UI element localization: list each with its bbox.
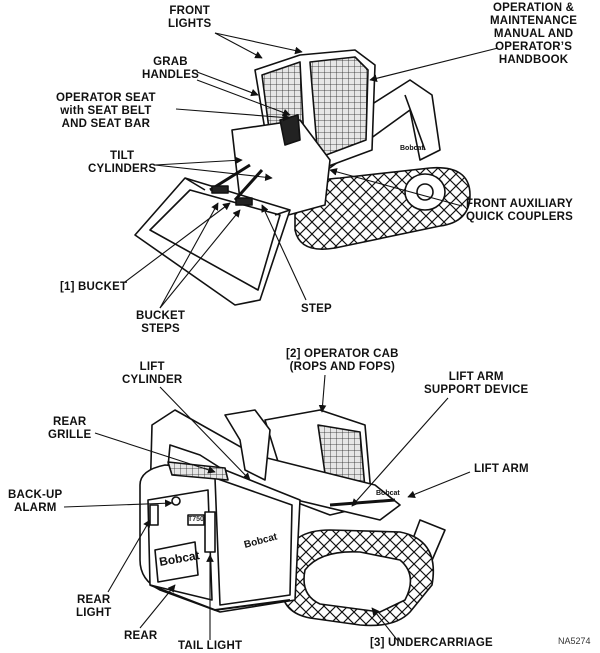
label-line: CYLINDERS	[88, 163, 157, 175]
label-line: HANDLES	[142, 69, 199, 81]
label-line: OPERATOR’S	[495, 41, 573, 53]
label-rear-light: REAR LIGHT	[76, 594, 112, 620]
label-line: MAINTENANCE	[490, 15, 578, 27]
figure-code: NA5274	[558, 636, 591, 646]
label-bucket: [1] BUCKET	[60, 281, 127, 294]
bottom-machine: Bobcat Bobcat Bobcat	[139, 409, 446, 627]
label-line: TAIL LIGHT	[178, 640, 243, 652]
label-line: REAR	[52, 416, 87, 428]
label-line: with SEAT BELT	[60, 105, 152, 117]
label-line: LIFT ARM	[474, 463, 529, 475]
label-step: STEP	[301, 303, 332, 316]
label-lift-arm-support: LIFT ARM SUPPORT DEVICE	[424, 371, 528, 397]
label-line: LIFT	[139, 361, 165, 373]
svg-text:Bobcat: Bobcat	[400, 145, 424, 152]
label-tilt-cylinders: TILT CYLINDERS	[88, 150, 156, 176]
label-line: CYLINDER	[122, 374, 183, 386]
label-line: BUCKET	[136, 310, 186, 322]
label-line: FRONT AUXILIARY	[466, 198, 573, 210]
label-line: LIGHT	[76, 607, 112, 619]
label-undercarriage: [3] UNDERCARRIAGE	[370, 637, 493, 650]
label-operator-seat: OPERATOR SEAT with SEAT BELT AND SEAT BA…	[56, 92, 156, 131]
label-front-lights: FRONT LIGHTS	[168, 5, 211, 31]
label-bucket-steps: BUCKET STEPS	[136, 310, 185, 336]
label-line: MANUAL AND	[493, 28, 574, 40]
leader-lines	[63, 32, 499, 642]
label-lift-cylinder: LIFT CYLINDER	[122, 361, 182, 387]
label-line: FRONT	[169, 5, 210, 17]
label-line: REAR	[77, 594, 111, 606]
svg-text:Bobcat: Bobcat	[158, 548, 200, 569]
top-machine: Bobcat	[134, 49, 471, 306]
label-line: [1] BUCKET	[60, 281, 128, 293]
label-line: [2] OPERATOR CAB	[286, 348, 399, 360]
label-line: STEPS	[141, 323, 180, 335]
model-badge: T750	[188, 516, 204, 523]
label-operation-manual: OPERATION & MAINTENANCE MANUAL AND OPERA…	[490, 2, 577, 67]
label-rear: REAR	[124, 630, 157, 643]
label-line: AND SEAT BAR	[61, 118, 151, 130]
label-line: [3] UNDERCARRIAGE	[370, 637, 493, 649]
label-line: ALARM	[13, 502, 57, 514]
label-line: REAR	[124, 630, 158, 642]
label-operator-cab: [2] OPERATOR CAB (ROPS AND FOPS)	[286, 348, 399, 374]
label-line: (ROPS AND FOPS)	[289, 361, 396, 373]
label-line: QUICK COUPLERS	[466, 211, 573, 223]
label-line: LIGHTS	[168, 18, 212, 30]
label-line: LIFT ARM	[448, 371, 504, 383]
label-grab-handles: GRAB HANDLES	[142, 56, 199, 82]
label-tail-light: TAIL LIGHT	[178, 640, 242, 653]
label-line: TILT	[110, 150, 135, 162]
label-line: HANDBOOK	[498, 54, 569, 66]
label-line: STEP	[301, 303, 332, 315]
label-line: GRILLE	[48, 429, 92, 441]
label-front-aux: FRONT AUXILIARY QUICK COUPLERS	[466, 198, 573, 224]
label-line: OPERATOR SEAT	[56, 92, 156, 104]
label-line: SUPPORT DEVICE	[424, 384, 529, 396]
label-lift-arm: LIFT ARM	[474, 463, 529, 476]
label-line: GRAB	[153, 56, 188, 68]
label-backup-alarm: BACK-UP ALARM	[8, 489, 62, 515]
label-line: BACK-UP	[8, 489, 63, 501]
svg-text:Bobcat: Bobcat	[376, 490, 400, 497]
label-line: OPERATION &	[492, 2, 575, 14]
label-rear-grille: REAR GRILLE	[48, 416, 91, 442]
